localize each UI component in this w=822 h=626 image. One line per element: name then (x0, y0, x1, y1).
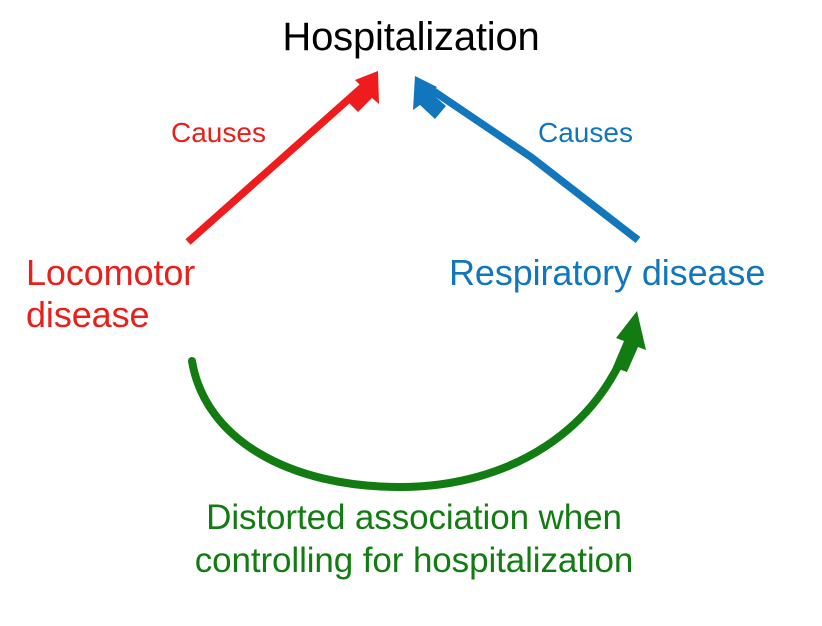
edge-label-causes-locomotor: Causes (171, 117, 266, 148)
edge-label-distorted-association: Distorted association when controlling f… (194, 498, 634, 580)
arrow-shaft-green (188, 331, 635, 492)
node-hospitalization: Hospitalization (282, 15, 540, 59)
arrow-shaft-red (185, 79, 371, 245)
arrow-respiratory-to-hospitalization (413, 76, 641, 243)
arrowhead-green (613, 311, 646, 372)
node-respiratory-disease: Respiratory disease (449, 252, 766, 293)
arrow-shaft-blue (423, 82, 641, 243)
arrow-locomotor-to-hospitalization (185, 71, 379, 245)
arrowhead-blue (413, 76, 446, 119)
arrow-distorted-association (188, 311, 646, 492)
arrowhead-red (346, 71, 379, 112)
node-locomotor-disease: Locomotor disease (26, 252, 196, 335)
edge-label-causes-respiratory: Causes (538, 117, 633, 148)
